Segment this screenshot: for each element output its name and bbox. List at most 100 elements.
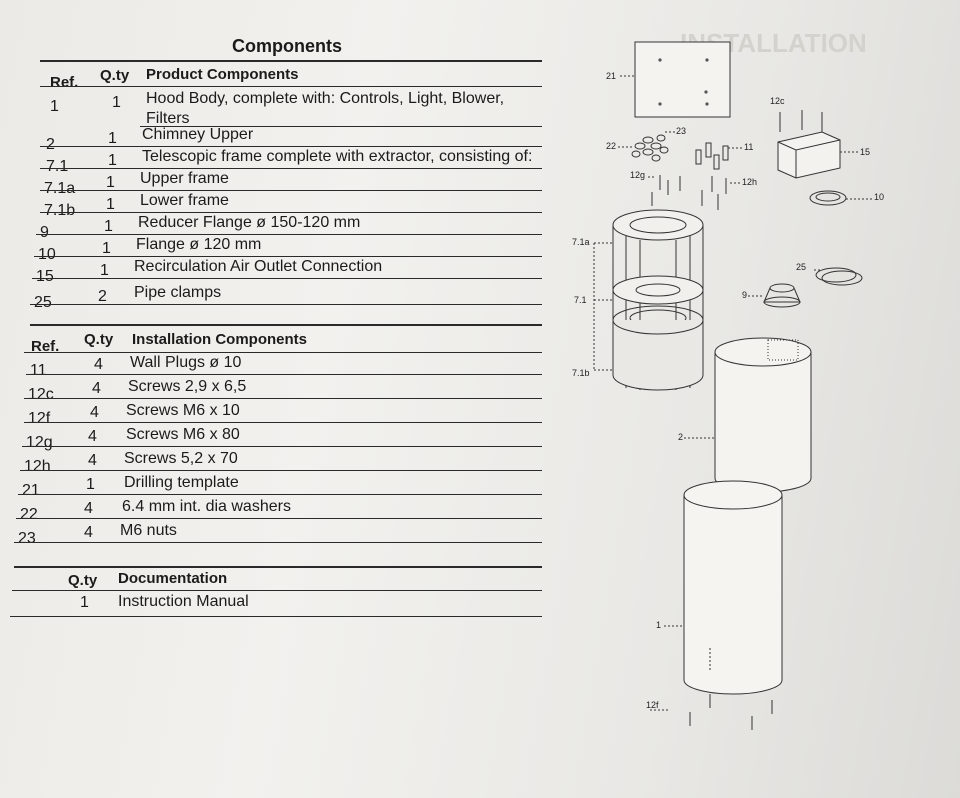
ref-cell: 7.1 bbox=[46, 158, 69, 175]
wall-plugs-part bbox=[695, 142, 729, 170]
qty-cell: 1 bbox=[100, 262, 109, 279]
qty-cell: 1 bbox=[104, 218, 113, 235]
label-1: 1 bbox=[656, 620, 661, 630]
washers-part bbox=[631, 134, 669, 162]
row-rule bbox=[16, 518, 542, 519]
row-rule bbox=[24, 422, 542, 423]
qty-cell: 4 bbox=[84, 524, 93, 541]
desc-cell: Flange ø 120 mm bbox=[136, 236, 262, 253]
row-rule bbox=[24, 398, 542, 399]
desc-cell: Telescopic frame complete with extractor… bbox=[142, 148, 533, 165]
label-15: 15 bbox=[860, 147, 870, 157]
row-rule bbox=[36, 234, 542, 235]
row-rule bbox=[32, 278, 542, 279]
desc-cell: Chimney Upper bbox=[142, 126, 254, 143]
row-rule bbox=[14, 542, 542, 543]
qty-cell: 1 bbox=[106, 196, 115, 213]
qty-cell: 4 bbox=[90, 404, 99, 421]
row-rule bbox=[20, 470, 542, 471]
table-top-rule bbox=[40, 60, 542, 62]
desc-cell: Instruction Manual bbox=[118, 593, 249, 610]
label-7-1: 7.1 bbox=[574, 295, 587, 305]
pipe-clamps-part bbox=[815, 267, 863, 286]
hood-body-part bbox=[683, 480, 783, 695]
desc-cell: Drilling template bbox=[124, 474, 239, 491]
qty-cell: 4 bbox=[88, 428, 97, 445]
qty-cell: 1 bbox=[108, 152, 117, 169]
desc-header: Product Components bbox=[146, 66, 299, 83]
row-rule bbox=[40, 212, 542, 213]
install-top-rule bbox=[30, 324, 542, 326]
row-rule bbox=[26, 374, 542, 375]
desc-cell: Reducer Flange ø 150-120 mm bbox=[138, 214, 361, 231]
ref-cell: 1 bbox=[50, 98, 59, 115]
desc-cell: 6.4 mm int. dia washers bbox=[122, 498, 291, 515]
desc-cell-continued: Filters bbox=[146, 110, 190, 127]
qty-cell: 4 bbox=[92, 380, 101, 397]
desc-cell: M6 nuts bbox=[120, 522, 177, 539]
label-21: 21 bbox=[606, 71, 616, 81]
row-rule bbox=[40, 168, 542, 169]
qty-cell: 1 bbox=[112, 94, 121, 111]
telescopic-frame-part bbox=[612, 209, 704, 391]
qty-cell: 1 bbox=[102, 240, 111, 257]
doc-top-rule bbox=[14, 566, 542, 568]
chimney-upper-part bbox=[714, 337, 812, 493]
qty-header: Q.ty bbox=[68, 572, 98, 589]
qty-cell: 4 bbox=[84, 500, 93, 517]
qty-cell: 4 bbox=[94, 356, 103, 373]
desc-cell: Pipe clamps bbox=[134, 284, 222, 301]
qty-header: Q.ty bbox=[100, 67, 130, 84]
label-12c: 12c bbox=[770, 96, 785, 106]
ref-cell: 7.1a bbox=[44, 180, 76, 197]
label-23: 23 bbox=[676, 126, 686, 136]
screws-part bbox=[651, 175, 727, 210]
desc-cell: Hood Body, complete with: Controls, Ligh… bbox=[146, 90, 505, 107]
desc-cell: Lower frame bbox=[140, 192, 229, 209]
row-rule bbox=[40, 146, 542, 147]
flange-part bbox=[809, 190, 847, 206]
label-9: 9 bbox=[742, 290, 747, 300]
label-22: 22 bbox=[606, 141, 616, 151]
qty-cell: 4 bbox=[88, 452, 97, 469]
qty-cell: 1 bbox=[86, 476, 95, 493]
recirculation-outlet-part bbox=[777, 131, 841, 179]
ref-cell: 15 bbox=[36, 268, 54, 285]
desc-cell: Screws M6 x 80 bbox=[126, 426, 240, 443]
row-rule bbox=[10, 616, 542, 617]
desc-header: Installation Components bbox=[132, 331, 308, 348]
header-rule bbox=[12, 590, 542, 591]
ref-cell: 7.1b bbox=[44, 202, 76, 219]
desc-cell: Recirculation Air Outlet Connection bbox=[134, 258, 383, 275]
drilling-template-part bbox=[634, 41, 731, 118]
label-12f: 12f bbox=[646, 700, 659, 710]
row-rule bbox=[40, 190, 542, 191]
desc-header: Documentation bbox=[118, 570, 228, 587]
label-7-1a: 7.1a bbox=[572, 237, 590, 247]
label-10: 10 bbox=[874, 192, 884, 202]
reducer-flange-part bbox=[763, 283, 801, 308]
label-2: 2 bbox=[678, 432, 683, 442]
desc-cell: Wall Plugs ø 10 bbox=[130, 354, 242, 371]
components-title: Components bbox=[232, 36, 342, 56]
qty-header: Q.ty bbox=[84, 331, 114, 348]
header-rule bbox=[24, 352, 542, 353]
label-25: 25 bbox=[796, 262, 806, 272]
label-12g: 12g bbox=[630, 170, 645, 180]
label-11: 11 bbox=[744, 142, 753, 152]
qty-cell: 2 bbox=[98, 288, 107, 305]
ref-cell: 25 bbox=[34, 294, 52, 311]
row-rule bbox=[140, 126, 542, 127]
label-7-1b: 7.1b bbox=[572, 368, 590, 378]
desc-cell: Screws 5,2 x 70 bbox=[124, 450, 238, 467]
qty-cell: 1 bbox=[106, 174, 115, 191]
ref-cell: 2 bbox=[46, 136, 55, 153]
qty-cell: 1 bbox=[108, 130, 117, 147]
qty-cell: 1 bbox=[80, 594, 89, 611]
desc-cell: Screws M6 x 10 bbox=[126, 402, 240, 419]
ref-cell: 9 bbox=[40, 224, 49, 241]
screws-12f-part bbox=[689, 694, 773, 730]
desc-cell: Upper frame bbox=[140, 170, 229, 187]
header-rule bbox=[40, 86, 542, 87]
